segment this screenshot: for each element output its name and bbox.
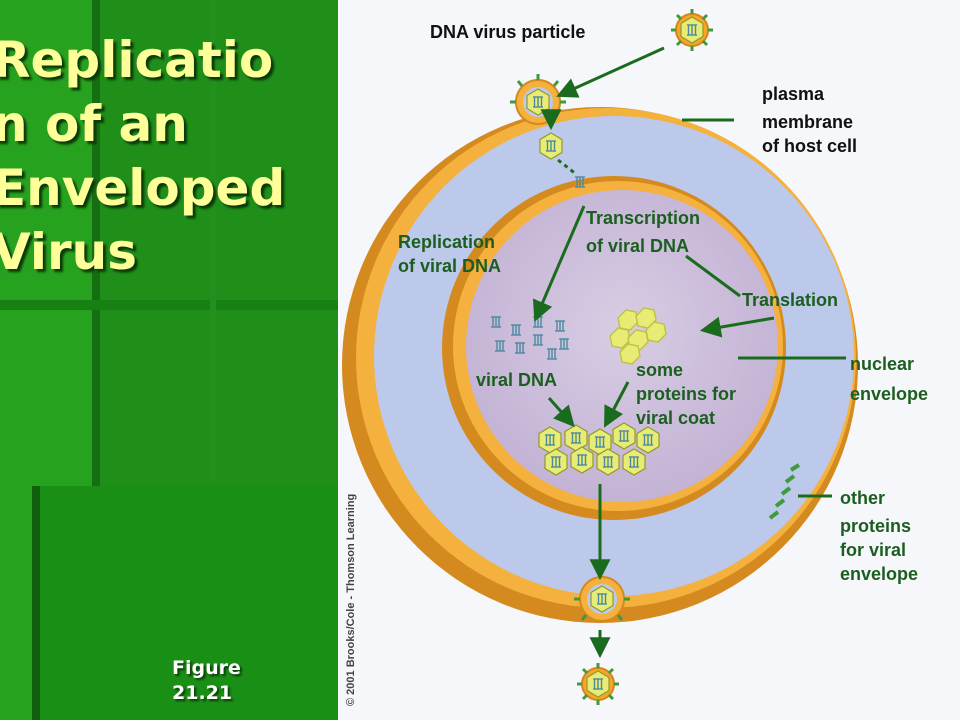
label-dna-virus-particle: DNA virus particle [430,22,585,42]
label-envelope-proteins: proteins [840,516,911,536]
label-transcription: Transcription [586,208,700,228]
label-coat-proteins: some [636,360,683,380]
label-nuclear-envelope: nuclear [850,354,914,374]
label-replication: of viral DNA [398,256,501,276]
viral-coat-protein-cluster [609,307,667,365]
label-viral-dna: viral DNA [476,370,557,390]
figure-caption: Figure 21.21 [172,657,241,704]
label-envelope-proteins: other [840,488,885,508]
slide-sidebar: Replicatio n of an Enveloped Virus Figur… [0,0,338,720]
sidebar-stripe [0,300,338,310]
envelope-proteins-in-membrane [768,463,801,520]
label-plasma-membrane: of host cell [762,136,857,156]
assembled-capsids [538,422,660,476]
label-plasma-membrane: membrane [762,112,853,132]
label-envelope-proteins: envelope [840,564,918,584]
sidebar-stripe [32,486,338,720]
released-virus-particle [577,663,619,705]
pointer-lines [532,46,846,659]
sidebar-stripe [92,0,100,720]
sidebar-stripe [32,486,40,720]
label-transcription: of viral DNA [586,236,689,256]
label-replication: Replication [398,232,495,252]
label-plasma-membrane: plasma [762,84,825,104]
label-translation: Translation [742,290,838,310]
budding-virus-bottom [574,576,630,622]
label-coat-proteins: viral coat [636,408,715,428]
label-envelope-proteins: for viral [840,540,906,560]
label-coat-proteins: proteins for [636,384,736,404]
copyright-credit: © 2001 Brooks/Cole - Thomson Learning [345,494,357,706]
slide-title: Replicatio n of an Enveloped Virus [0,31,286,281]
virus-entering-capsid [539,132,563,160]
incoming-virus-particle [671,9,713,51]
sidebar-stripe [210,0,216,480]
label-nuclear-envelope: envelope [850,384,928,404]
viral-dna-icon [574,176,586,188]
virus-replication-diagram: © 2001 Brooks/Cole - Thomson Learning [338,0,960,720]
